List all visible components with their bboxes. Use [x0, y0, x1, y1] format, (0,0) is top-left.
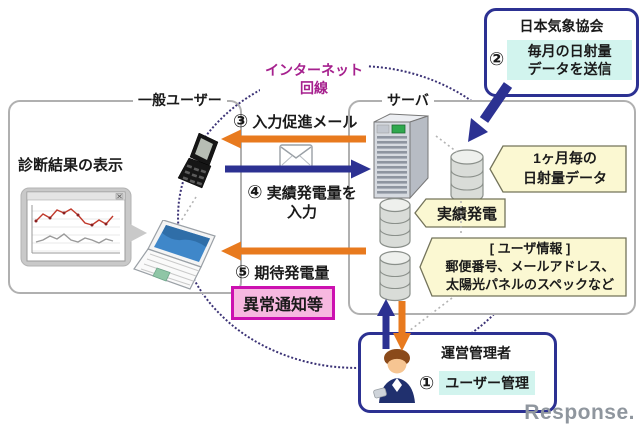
solar-data-line2: 日射量データ — [523, 170, 607, 186]
weather-association-box: 日本気象協会 ② 毎月の日射量 データを送信 — [484, 8, 639, 97]
user-info-line1: [ ユーザ情報 ] — [489, 240, 571, 256]
user-info-line2: 郵便番号、メールアドレス、 — [445, 258, 615, 274]
step4-label: ④ 実績発電量を 入力 — [228, 181, 376, 223]
server-area-label: サーバ — [382, 92, 434, 110]
chart-bubble-tail — [130, 224, 147, 242]
user-info-line3: 太陽光パネルのスペックなど — [445, 277, 615, 293]
step2-label: 毎月の日射量 データを送信 — [507, 39, 632, 80]
step5-text: 期待発電量 — [254, 265, 330, 282]
step3-label: ③ 入力促進メール — [233, 110, 357, 133]
step2-line2: データを送信 — [527, 60, 612, 77]
abnormality-alert-box: 異常通知等 — [231, 286, 336, 320]
diagnosis-result-label: 診断結果の表示 — [18, 157, 124, 174]
step3-number: ③ — [233, 111, 249, 131]
laptop-icon — [133, 220, 229, 290]
internet-line-label: インターネット 回線 — [260, 62, 368, 97]
internet-line-text-2: 回線 — [300, 79, 328, 96]
step2-number: ② — [489, 49, 505, 70]
database-userinfo-icon — [376, 249, 414, 303]
server-tower-icon — [366, 106, 442, 200]
step4-text-2: 入力 — [286, 203, 317, 221]
step5-label: ⑤ 期待発電量 — [235, 261, 329, 284]
database-actual-icon — [376, 196, 414, 250]
solar-data-callout: 1ヶ月毎の 日射量データ — [489, 145, 627, 193]
user-info-callout: [ ユーザ情報 ] 郵便番号、メールアドレス、 太陽光パネルのスペックなど — [419, 237, 627, 297]
actual-generation-label: 実績発電 — [436, 205, 497, 223]
diagnosis-chart-bubble — [20, 187, 132, 267]
admin-title: 運営管理者 — [441, 345, 511, 361]
step4-text-1: 実績発電量を — [266, 185, 357, 202]
database-solar-icon — [446, 147, 488, 205]
watermark-logo: Response. — [524, 401, 635, 424]
diagnosis-chart-icon — [20, 187, 132, 267]
admin-box: 運営管理者 ① ユーザー管理 — [358, 332, 557, 413]
step1-label: ユーザー管理 — [439, 371, 535, 395]
step1-number: ① — [419, 372, 435, 393]
general-user-area-box — [8, 100, 242, 294]
step4-number: ④ — [247, 182, 263, 202]
weather-association-title: 日本気象協会 — [519, 18, 604, 34]
actual-generation-callout: 実績発電 — [414, 198, 506, 228]
mobile-phone-icon — [177, 133, 221, 197]
step3-text: 入力促進メール — [252, 114, 358, 131]
solar-data-line1: 1ヶ月毎の — [533, 150, 597, 167]
step2-line1: 毎月の日射量 — [527, 42, 612, 59]
step5-number: ⑤ — [235, 262, 251, 282]
email-envelope-icon — [279, 144, 313, 168]
administrator-person-icon — [371, 345, 423, 403]
general-user-area-label: 一般ユーザー — [133, 92, 227, 110]
internet-line-text-1: インターネット — [265, 62, 363, 78]
